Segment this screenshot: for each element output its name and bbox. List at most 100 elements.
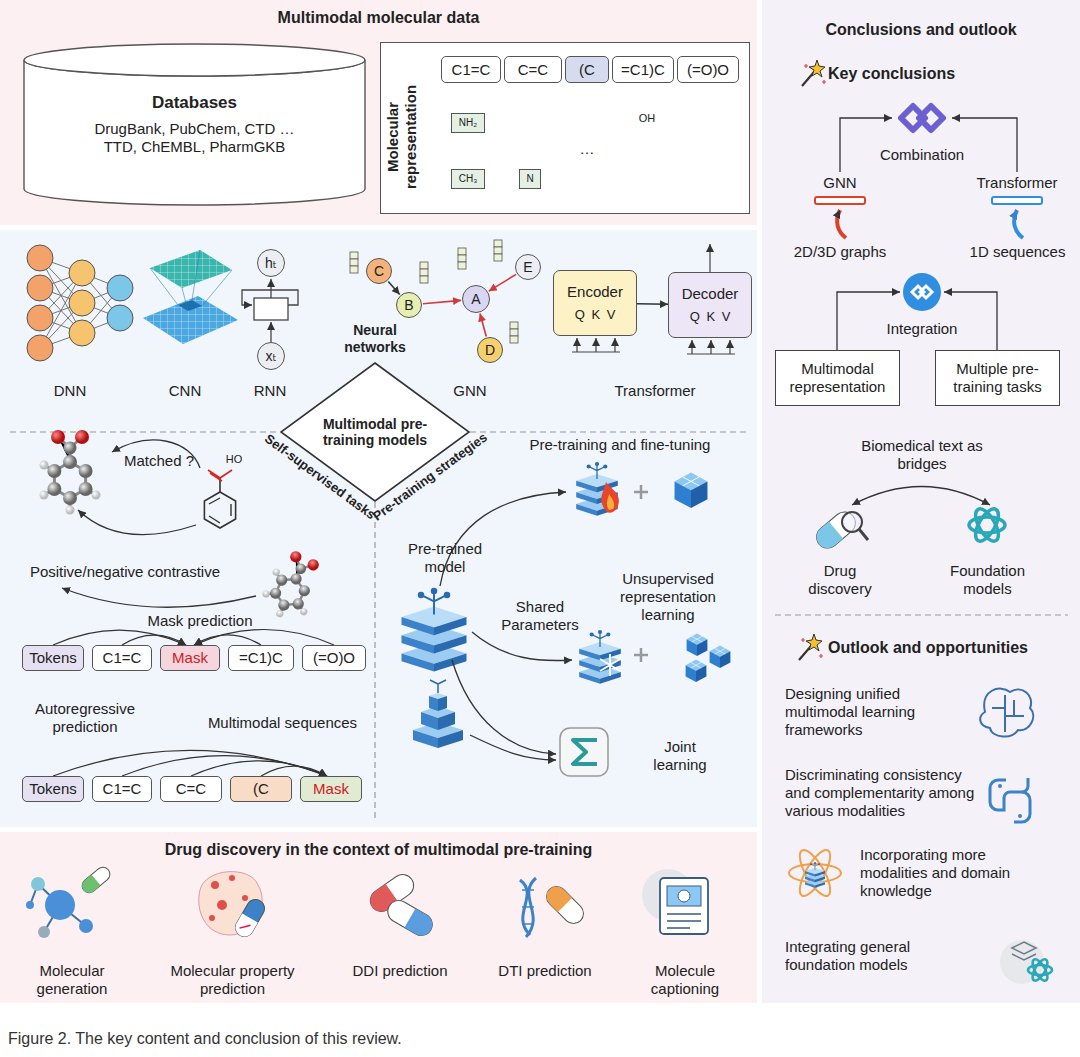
- label: CNN: [155, 382, 215, 400]
- label: Biomedical text as bridges: [852, 437, 992, 473]
- label: Pre-training and fine-tuning: [505, 436, 735, 454]
- label: Shared Parameters: [495, 598, 585, 634]
- graph-node: A: [462, 285, 490, 313]
- node-body: Q K V: [690, 309, 731, 325]
- label: Positive/negative contrastive: [20, 563, 230, 581]
- label: OH: [634, 112, 660, 125]
- label: Outlook and opportunities: [828, 638, 1048, 657]
- label: Incorporating more modalities and domain…: [860, 846, 1028, 900]
- node-text: E: [523, 259, 532, 276]
- token-box: Mask: [300, 776, 362, 802]
- token-box: Tokens: [22, 645, 84, 671]
- label: Autoregressive prediction: [20, 700, 150, 736]
- label: Transformer: [600, 382, 710, 400]
- label: DNN: [40, 382, 100, 400]
- node-text: Decoder: [682, 285, 739, 303]
- node-text: C=C: [518, 61, 548, 79]
- rnn-input: xₜ: [257, 342, 285, 370]
- label: Discriminating consistency and complemen…: [785, 766, 985, 820]
- node-text: (=O)O: [687, 61, 729, 79]
- graph-node: E: [515, 254, 541, 280]
- smiles-token: =C1)C: [612, 56, 674, 83]
- node-text: Multimodal molecular data: [278, 8, 480, 27]
- connector: [194, 630, 334, 646]
- node-text: Drug discovery in the context of multimo…: [165, 840, 593, 859]
- label: Matched ?: [118, 452, 200, 470]
- token-box: Mask: [160, 645, 220, 671]
- node-text: =C1)C: [621, 61, 665, 79]
- label: Mask prediction: [130, 612, 270, 630]
- connector: [194, 635, 261, 645]
- node-text: Mask: [313, 780, 349, 798]
- label: Pre-trained model: [393, 540, 497, 576]
- fragment-box: CH₃: [451, 169, 485, 189]
- node-text: Molecular representation: [384, 52, 420, 222]
- node-text: A: [471, 291, 480, 308]
- node-text: Multimodal pre-training models: [320, 416, 430, 448]
- node-text: (C: [579, 61, 595, 79]
- node-text: C1=C: [103, 780, 142, 798]
- label: Neural networks: [335, 322, 415, 356]
- token-box: C=C: [160, 776, 222, 802]
- label: Key conclusions: [828, 64, 988, 83]
- label: GNN: [440, 382, 500, 400]
- rnn-state: hₜ: [257, 249, 285, 277]
- database-cylinder: DatabasesDrugBank, PubChem, CTD … TTD, C…: [22, 42, 367, 207]
- node-body: DrugBank, PubChem, CTD … TTD, ChEMBL, Ph…: [85, 120, 305, 156]
- smiles-token: C=C: [504, 56, 562, 83]
- node-text: xₜ: [265, 348, 276, 365]
- graph-node: C: [366, 258, 392, 284]
- label: Drug discovery: [795, 562, 885, 598]
- connector: [637, 303, 668, 305]
- token-box: (=O)O: [302, 645, 366, 671]
- node-text: C=C: [176, 780, 206, 798]
- node-text: D: [485, 342, 495, 359]
- node-text: Encoder: [567, 283, 623, 301]
- label: Molecular generation: [12, 962, 132, 998]
- token-box: (C: [230, 776, 292, 802]
- label: Foundation models: [940, 562, 1035, 598]
- connector: [122, 635, 186, 645]
- conclusion-box: Multimodal representation: [775, 350, 900, 406]
- representation-box: Molecular representationC1=CC=C(C=C1)C(=…: [380, 42, 750, 214]
- label: DDI prediction: [335, 962, 465, 980]
- label: 1D sequences: [960, 243, 1075, 261]
- connector: [480, 313, 486, 336]
- node-text: hₜ: [265, 255, 277, 272]
- conclusion-box: Multiple pre-training tasks: [935, 350, 1060, 406]
- label: …: [575, 140, 599, 158]
- label: HO: [222, 453, 246, 466]
- connector: [261, 766, 327, 776]
- label: Molecule captioning: [630, 962, 740, 998]
- graph-node: B: [396, 292, 422, 318]
- node-text: C: [374, 263, 384, 280]
- center-diamond: Multimodal pre-training models: [280, 362, 470, 502]
- caption: Figure 2. The key content and conclusion…: [8, 1030, 402, 1048]
- label: Molecular property prediction: [150, 962, 315, 998]
- connector: [122, 756, 327, 776]
- node-text: Multiple pre-training tasks: [939, 360, 1056, 396]
- node-text: C1=C: [452, 61, 491, 79]
- smiles-token: (=O)O: [677, 56, 739, 83]
- node-text: (=O)O: [313, 649, 355, 667]
- label: Joint learning: [640, 738, 720, 774]
- node-text: NH₂: [459, 117, 477, 129]
- node-text: =C1)C: [239, 649, 283, 667]
- node-text: Tokens: [29, 780, 77, 798]
- connector: [388, 281, 399, 294]
- connector: [191, 761, 327, 776]
- smiles-token: C1=C: [441, 56, 501, 83]
- label: 2D/3D graphs: [780, 243, 900, 261]
- label: DTI prediction: [480, 962, 610, 980]
- fragment-box: NH₂: [451, 113, 485, 133]
- node-text: Tokens: [29, 649, 77, 667]
- token-box: Tokens: [22, 776, 84, 802]
- node-text: N: [526, 173, 533, 185]
- node-text: Mask: [172, 649, 208, 667]
- node-text: Databases: [152, 93, 237, 113]
- label: Combination: [862, 146, 982, 164]
- node-text: C1=C: [103, 649, 142, 667]
- smiles-token: (C: [565, 56, 609, 83]
- node-text: Conclusions and outlook: [825, 20, 1016, 39]
- label: Multimodal sequences: [195, 714, 370, 732]
